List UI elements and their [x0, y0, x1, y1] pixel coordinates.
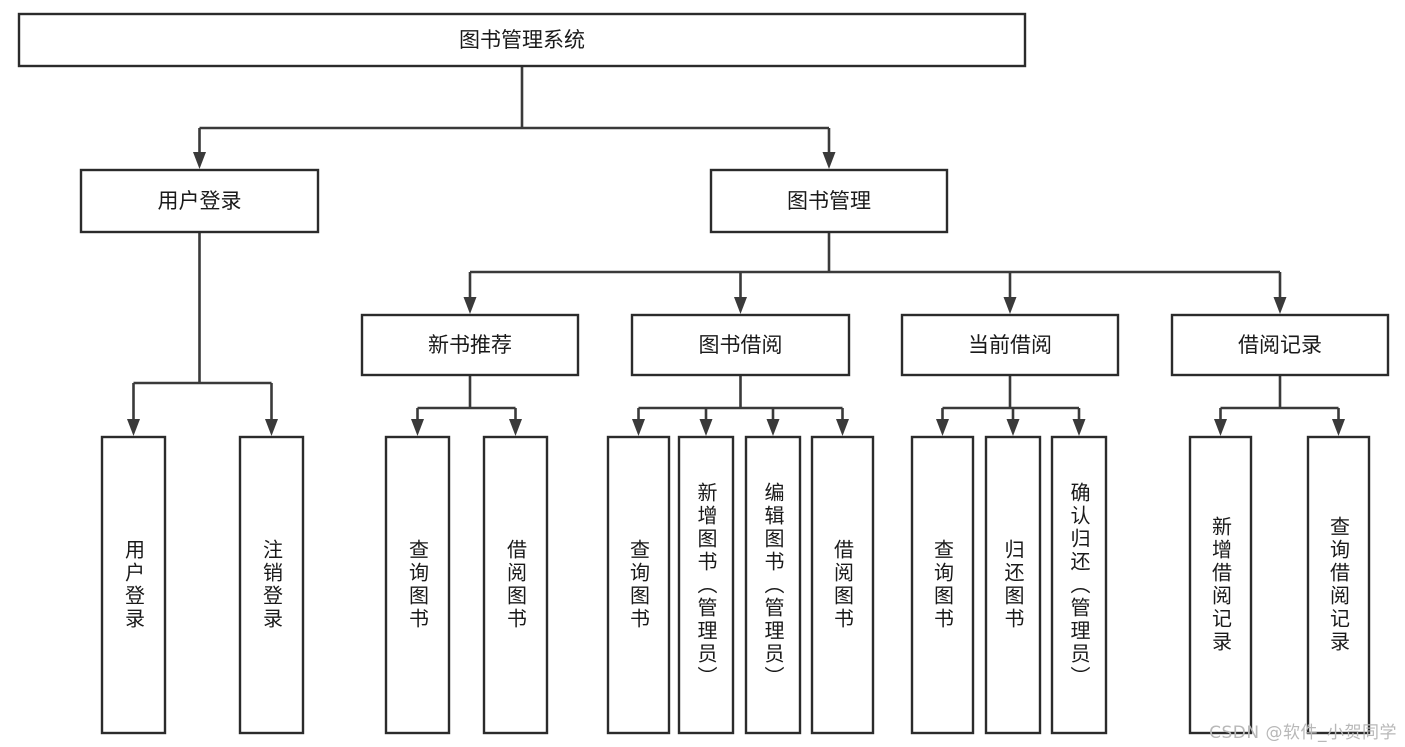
arrow-head-icon	[632, 419, 645, 436]
node-box-leaf-cur-confirm[interactable]	[1050, 435, 1108, 735]
arrow-head-icon	[1003, 297, 1017, 314]
node-box-leaf-rec-add[interactable]	[1188, 435, 1253, 735]
node-leaf-rec-query[interactable]	[1306, 435, 1371, 735]
node-label-current: 当前借阅	[968, 333, 1052, 357]
arrow-head-icon	[836, 419, 849, 436]
arrow-head-icon	[1273, 297, 1287, 314]
arrow-head-icon	[822, 152, 836, 169]
node-root[interactable]: 图书管理系统	[17, 12, 1027, 68]
node-leaf-bk-add[interactable]	[677, 435, 735, 735]
node-box-leaf-bk-query[interactable]	[606, 435, 671, 735]
node-box-leaf-bk-edit[interactable]	[744, 435, 802, 735]
node-leaf-bk-borrow[interactable]	[810, 435, 875, 735]
node-box-leaf-cur-query[interactable]	[910, 435, 975, 735]
node-box-leaf-user-logout[interactable]	[238, 435, 305, 735]
node-leaf-user-logout[interactable]	[238, 435, 305, 735]
node-borrow[interactable]: 图书借阅	[630, 313, 851, 377]
node-box-bookmgmt[interactable]	[709, 168, 949, 234]
node-leaf-nb-borrow[interactable]	[482, 435, 549, 735]
node-label-root: 图书管理系统	[459, 28, 585, 52]
edges-layer	[127, 66, 1345, 436]
node-label-borrow: 图书借阅	[699, 333, 783, 357]
node-record[interactable]: 借阅记录	[1170, 313, 1390, 377]
node-box-leaf-cur-return[interactable]	[984, 435, 1042, 735]
node-bookmgmt[interactable]: 图书管理	[709, 168, 949, 234]
node-newbook[interactable]: 新书推荐	[360, 313, 580, 377]
arrow-head-icon	[1214, 419, 1227, 436]
node-leaf-cur-query[interactable]	[910, 435, 975, 735]
node-box-root[interactable]	[17, 12, 1027, 68]
node-current[interactable]: 当前借阅	[900, 313, 1120, 377]
node-leaf-cur-confirm[interactable]	[1050, 435, 1108, 735]
arrow-head-icon	[127, 419, 140, 436]
node-login[interactable]: 用户登录	[79, 168, 320, 234]
arrow-head-icon	[699, 419, 713, 436]
node-box-leaf-nb-query[interactable]	[384, 435, 451, 735]
arrow-head-icon	[265, 419, 278, 436]
arrow-head-icon	[463, 297, 477, 314]
arrow-head-icon	[936, 419, 949, 436]
arrow-head-icon	[1072, 419, 1086, 436]
node-label-newbook: 新书推荐	[428, 333, 512, 357]
node-leaf-cur-return[interactable]	[984, 435, 1042, 735]
node-box-current[interactable]	[900, 313, 1120, 377]
node-leaf-rec-add[interactable]	[1188, 435, 1253, 735]
node-box-record[interactable]	[1170, 313, 1390, 377]
node-box-login[interactable]	[79, 168, 320, 234]
node-leaf-bk-query[interactable]	[606, 435, 671, 735]
watermark-text: CSDN @软件_小贺同学	[1209, 723, 1397, 743]
node-leaf-nb-query[interactable]	[384, 435, 451, 735]
arrow-head-icon	[509, 419, 522, 436]
node-box-leaf-user-login[interactable]	[100, 435, 167, 735]
node-leaf-bk-edit[interactable]	[744, 435, 802, 735]
node-box-newbook[interactable]	[360, 313, 580, 377]
node-label-bookmgmt: 图书管理	[787, 189, 871, 213]
node-box-leaf-bk-borrow[interactable]	[810, 435, 875, 735]
node-leaf-user-login[interactable]	[100, 435, 167, 735]
node-box-leaf-nb-borrow[interactable]	[482, 435, 549, 735]
node-label-record: 借阅记录	[1238, 333, 1322, 357]
arrow-head-icon	[193, 152, 206, 169]
arrow-head-icon	[1006, 419, 1020, 436]
arrow-head-icon	[411, 419, 424, 436]
node-label-login: 用户登录	[158, 189, 242, 213]
arrow-head-icon	[734, 297, 747, 314]
arrow-head-icon	[766, 419, 780, 436]
node-box-borrow[interactable]	[630, 313, 851, 377]
arrow-head-icon	[1332, 419, 1345, 436]
node-box-leaf-rec-query[interactable]	[1306, 435, 1371, 735]
node-box-leaf-bk-add[interactable]	[677, 435, 735, 735]
